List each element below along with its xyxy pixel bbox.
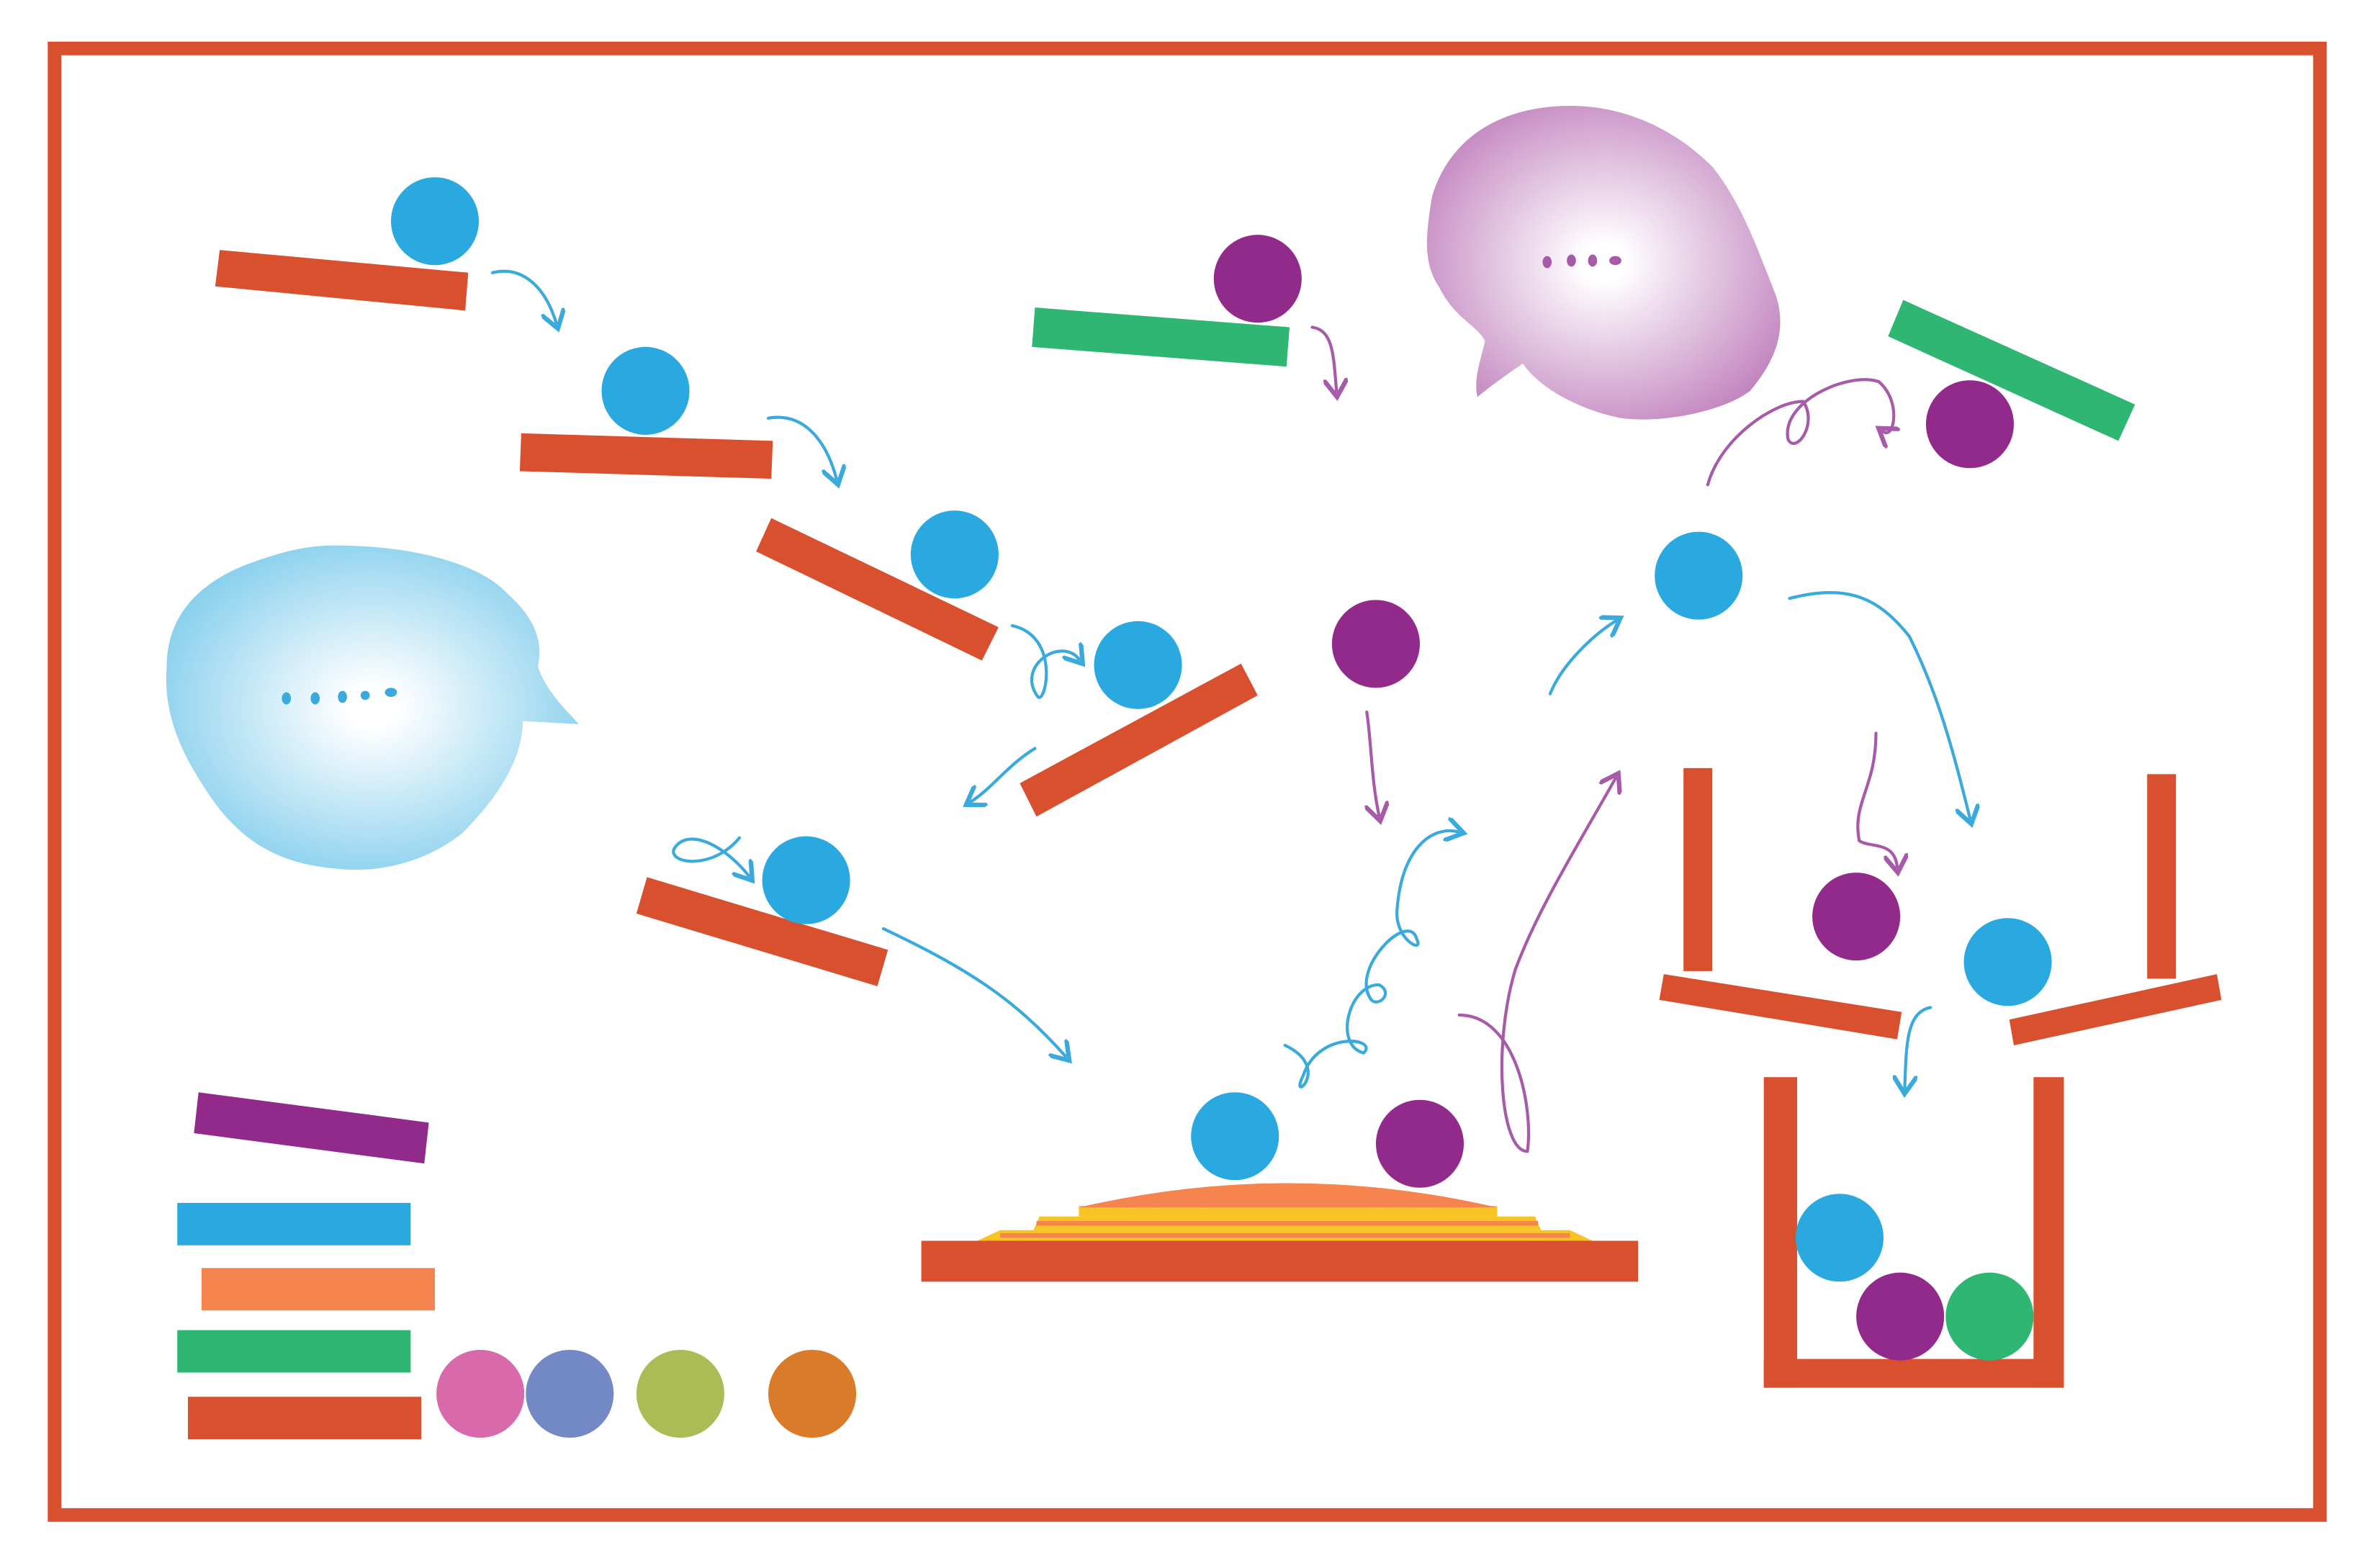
blue-ball xyxy=(1094,621,1182,709)
arrow-icon xyxy=(971,747,1037,802)
arrow-icon xyxy=(490,269,556,323)
ramp-red-1 xyxy=(215,250,469,311)
balls xyxy=(390,177,2052,1361)
green-ball xyxy=(1945,1272,2034,1361)
swatch-pink-ball xyxy=(436,1349,525,1438)
arrow-icon xyxy=(1310,325,1337,391)
blue-ball xyxy=(390,177,480,266)
ramp-green-1 xyxy=(1032,307,1290,367)
arrow-icon xyxy=(881,927,1066,1056)
purple-ball xyxy=(1375,1099,1464,1188)
swatch-amber-ball xyxy=(768,1349,857,1438)
arrow-icon xyxy=(1548,621,1615,695)
swatch-blue-bar xyxy=(177,1202,411,1245)
arrow-icon xyxy=(1283,831,1458,1089)
ramp-green-2 xyxy=(1888,299,2136,441)
funnel-structure xyxy=(1659,767,2222,1045)
blue-ball xyxy=(1655,531,1743,620)
arrow-icon xyxy=(766,415,837,479)
arrow-icon xyxy=(672,836,748,876)
arrow-icon xyxy=(1010,623,1079,699)
swatch-green-bar xyxy=(177,1330,411,1373)
arrow-icon xyxy=(1856,731,1897,867)
purple-ball xyxy=(1925,380,2015,469)
blue-ball xyxy=(1191,1092,1279,1181)
arrow-icon xyxy=(1457,779,1616,1153)
blue-speech-bubble xyxy=(166,545,579,870)
stepped-platform xyxy=(921,1183,1639,1282)
color-legend xyxy=(177,1092,857,1440)
swatch-olive-ball xyxy=(636,1349,724,1438)
ramp-red-3 xyxy=(756,518,999,661)
arrow-icon xyxy=(1367,710,1379,815)
platform-base xyxy=(921,1240,1639,1282)
ramp-red-4 xyxy=(1020,663,1258,817)
arrow-icon xyxy=(1706,378,1894,487)
ramp-red-5 xyxy=(636,877,888,986)
swatch-orange-bar xyxy=(201,1268,436,1311)
blue-ball xyxy=(762,836,850,924)
purple-ball xyxy=(1331,600,1421,688)
ellipsis-icon xyxy=(282,688,397,705)
purple-ball xyxy=(1213,235,1302,323)
blue-ball xyxy=(1795,1194,1884,1282)
arrow-icon xyxy=(1788,591,1970,818)
frame-border xyxy=(48,41,2327,1522)
purple-ball xyxy=(1856,1272,1945,1361)
purple-speech-bubble xyxy=(1426,105,1781,420)
cup-icon xyxy=(1763,1077,2064,1388)
blue-ball xyxy=(910,510,999,599)
purple-ball xyxy=(1812,873,1901,961)
arrow-icon xyxy=(1904,1006,1932,1088)
blue-ball xyxy=(601,346,690,435)
swatch-periwinkle-ball xyxy=(526,1349,614,1438)
ramp-red-2 xyxy=(519,433,773,479)
arrows xyxy=(490,269,1970,1153)
ellipsis-icon xyxy=(1542,254,1621,269)
swatch-red-bar xyxy=(187,1397,422,1440)
ramps xyxy=(215,250,2136,986)
swatch-purple-bar xyxy=(194,1092,429,1164)
blue-ball xyxy=(1963,918,2052,1006)
